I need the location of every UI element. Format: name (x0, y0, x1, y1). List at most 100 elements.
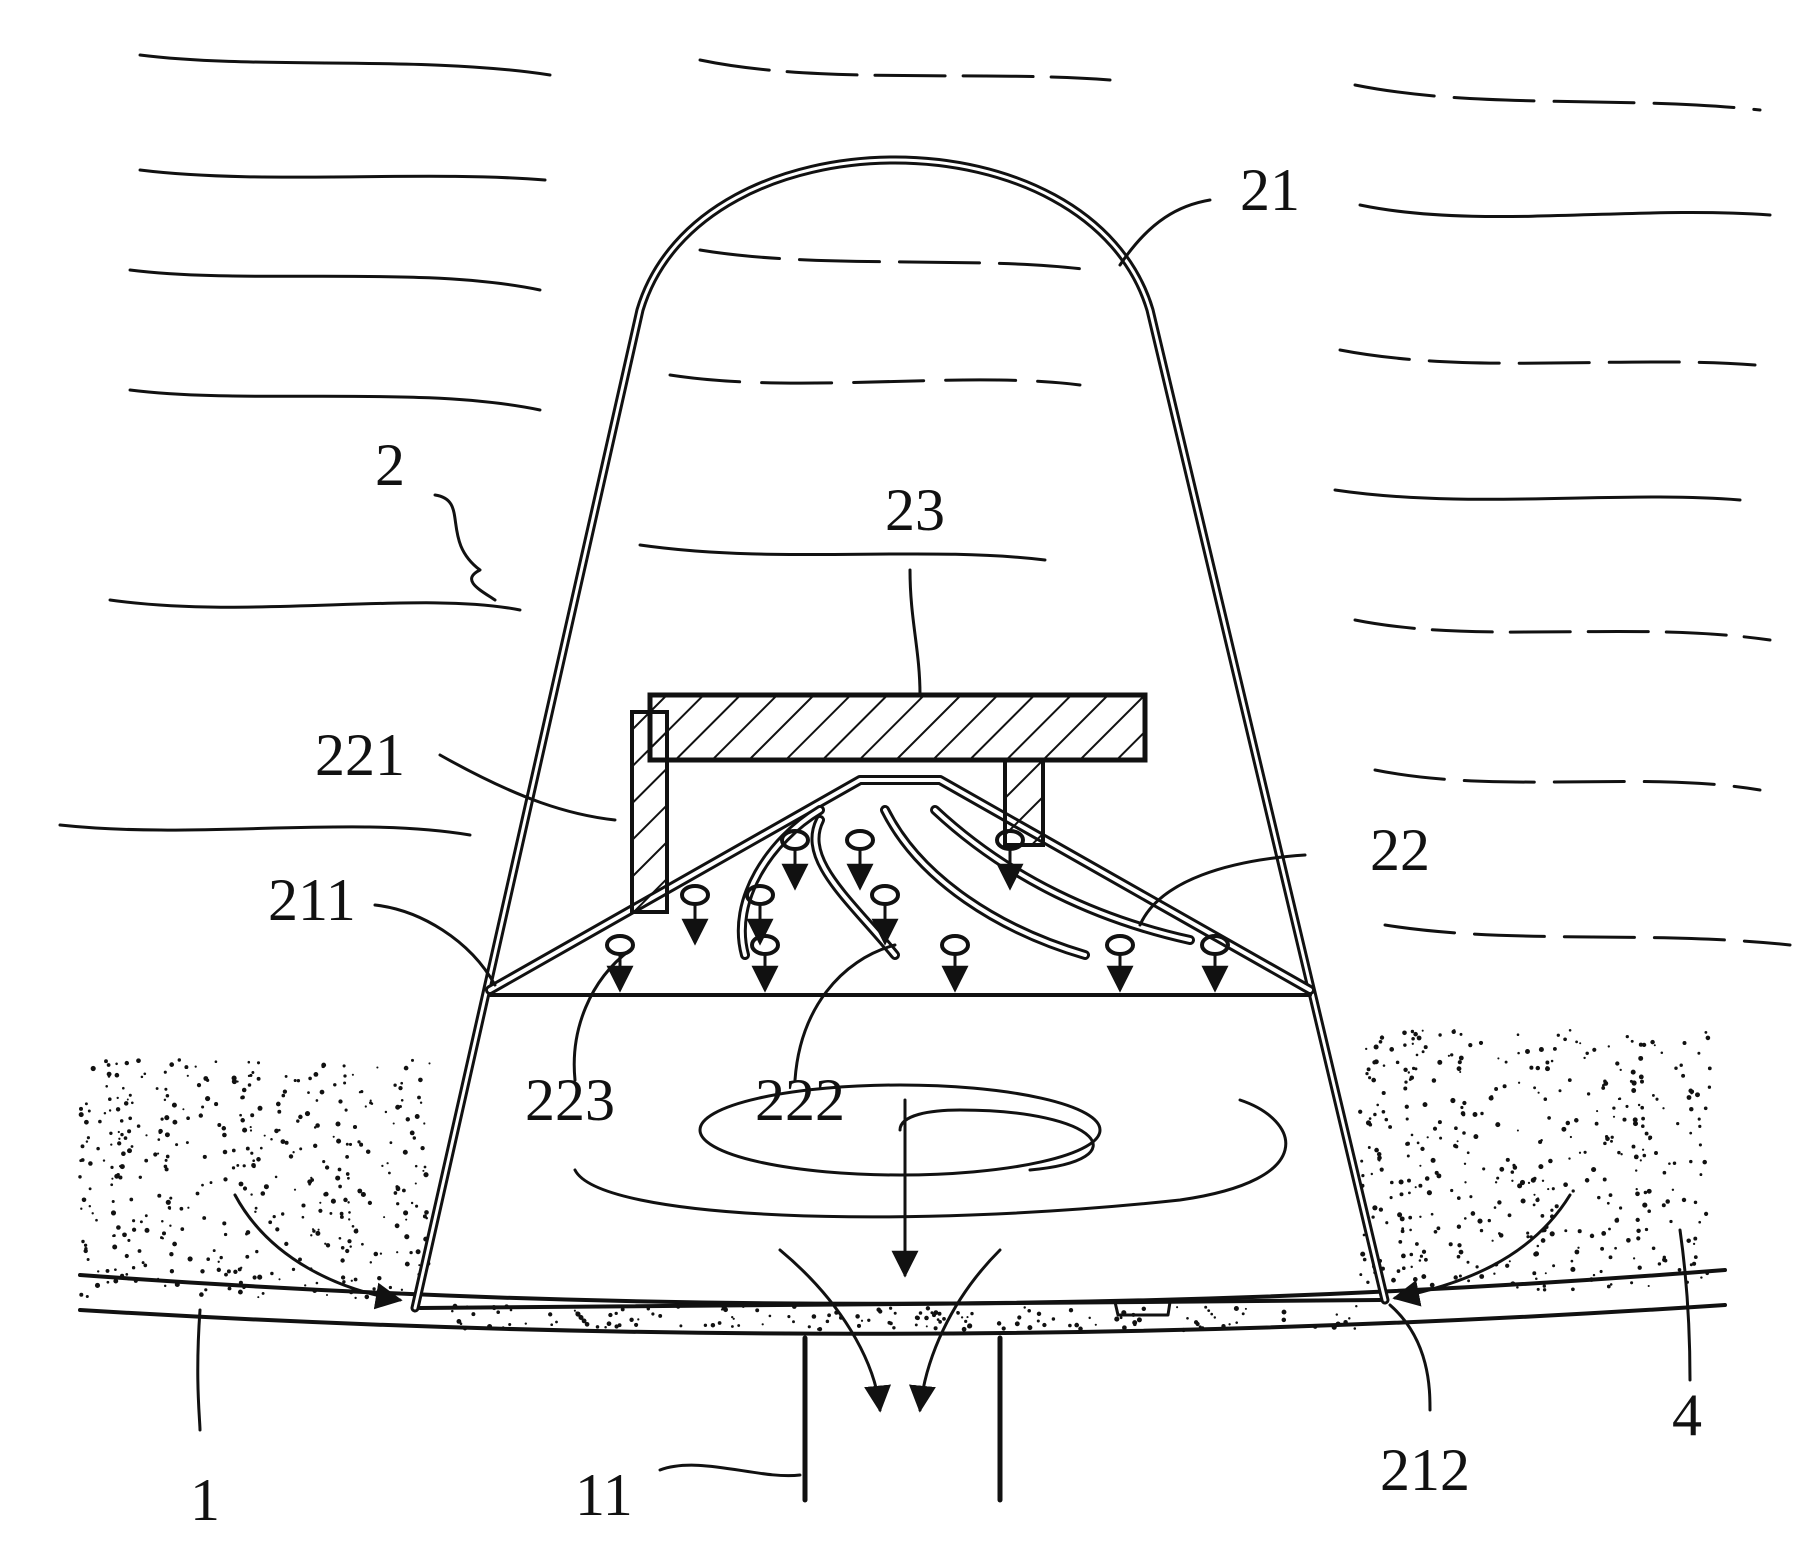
sediment-dot (85, 1140, 89, 1143)
sediment-dot (163, 1284, 167, 1288)
sediment-dot (1662, 1170, 1667, 1175)
sediment-dot (1650, 1039, 1655, 1045)
sediment-dot (119, 1164, 125, 1170)
sediment-dot (1362, 1257, 1367, 1262)
sediment-dot (414, 1164, 418, 1168)
sediment-dot (1360, 1251, 1366, 1257)
sediment-dot (1457, 1243, 1462, 1248)
sediment-dot (1447, 1054, 1450, 1057)
sediment-dot (222, 1221, 227, 1226)
sediment-dot (414, 1182, 417, 1185)
sediment-dot (1563, 1182, 1568, 1188)
sediment-dot (1535, 1277, 1538, 1281)
sediment-dot (304, 1284, 307, 1287)
sediment-dot (164, 1132, 170, 1138)
sediment-dot (1592, 1047, 1597, 1052)
sediment-dot (1517, 1051, 1520, 1055)
sediment-dot (118, 1137, 121, 1140)
sediment-dot (1235, 1321, 1238, 1324)
sediment-dot (1036, 1319, 1040, 1323)
sediment-dot (116, 1225, 121, 1230)
sediment-dot (1475, 1265, 1479, 1269)
sediment-dot (1704, 1030, 1708, 1034)
sediment-dot (1636, 1228, 1641, 1234)
sediment-dot (393, 1191, 398, 1195)
sediment-dot (1360, 1159, 1364, 1163)
sediment-dot (102, 1159, 106, 1162)
sediment-dot (318, 1208, 323, 1213)
sediment-dot (96, 1270, 100, 1273)
sediment-dot (180, 1227, 185, 1231)
sediment-dot (1436, 1173, 1442, 1179)
sediment-dot (1493, 1206, 1497, 1209)
sediment-dot (1409, 1252, 1414, 1257)
sediment-dot (967, 1323, 973, 1329)
sediment-dot (1526, 1231, 1530, 1235)
sediment-dot (1607, 1045, 1610, 1048)
sediment-dot (1625, 1034, 1629, 1039)
sediment-dot (1361, 1174, 1365, 1178)
sediment-dot (1494, 1181, 1498, 1184)
sediment-dot (855, 1314, 860, 1319)
sediment-dot (1391, 1277, 1396, 1283)
sediment-dot (1403, 1043, 1407, 1047)
sediment-dot (409, 1250, 413, 1255)
sediment-dot (1405, 1141, 1410, 1146)
tray-hole (605, 934, 635, 993)
sediment-dot (1551, 1187, 1555, 1191)
sediment-dot (127, 1129, 132, 1134)
sediment-dot (1359, 1273, 1363, 1277)
sediment-dot (298, 1257, 302, 1262)
sediment-dot (298, 1114, 303, 1120)
sediment-dot (1385, 1221, 1389, 1225)
sediment-dot (1470, 1211, 1476, 1216)
sediment-dot (1228, 1323, 1231, 1326)
sediment-dot (1625, 1104, 1629, 1108)
sediment-dot (168, 1207, 172, 1210)
sediment-dot (1700, 1276, 1703, 1279)
sediment-dot (1631, 1088, 1637, 1093)
sediment-dot (1647, 1284, 1650, 1288)
sediment-dot (584, 1321, 590, 1327)
sediment-dot (1565, 1120, 1571, 1126)
sediment-dot (1432, 1126, 1438, 1131)
sediment-dot (106, 1280, 110, 1284)
sediment-dot (315, 1099, 319, 1102)
sediment-dot (1632, 1117, 1638, 1123)
sediment-dot (403, 1210, 409, 1216)
sediment-dot (1599, 1269, 1603, 1274)
sediment-dot (110, 1183, 114, 1187)
sediment-dot (104, 1059, 108, 1064)
sediment-dot (1681, 1197, 1687, 1203)
sediment-dot (116, 1096, 119, 1100)
sediment-dot (242, 1127, 248, 1133)
sediment-dot (381, 1164, 384, 1168)
tray-hole (750, 934, 780, 993)
sediment-dot (342, 1280, 346, 1284)
tray-hole (780, 829, 810, 891)
sediment-dot (1438, 1033, 1442, 1037)
sediment-dot (263, 1134, 266, 1137)
sediment-dot (164, 1167, 169, 1172)
sediment-dot (617, 1323, 622, 1328)
sediment-dot (918, 1311, 923, 1315)
sediment-dot (1570, 1266, 1576, 1272)
sediment-dot (403, 1065, 409, 1071)
sediment-dot (1001, 1326, 1006, 1331)
sediment-dot (1027, 1325, 1033, 1331)
sediment-dot (1459, 1032, 1463, 1036)
sediment-dot (179, 1206, 184, 1211)
sediment-dot (1408, 1078, 1412, 1081)
sediment-dot (308, 1076, 312, 1081)
sediment-dot (418, 1264, 421, 1267)
sediment-dot (1487, 1218, 1491, 1223)
sediment-dot (345, 1172, 350, 1176)
sediment-dot (400, 1099, 404, 1102)
sediment-dot (171, 1102, 177, 1108)
sediment-dot (1014, 1321, 1020, 1327)
sediment-dot (412, 1136, 416, 1140)
sediment-dot (1633, 1154, 1639, 1160)
sediment-dot (1679, 1063, 1683, 1067)
sediment-dot (353, 1228, 359, 1234)
sediment-dot (114, 1268, 117, 1272)
